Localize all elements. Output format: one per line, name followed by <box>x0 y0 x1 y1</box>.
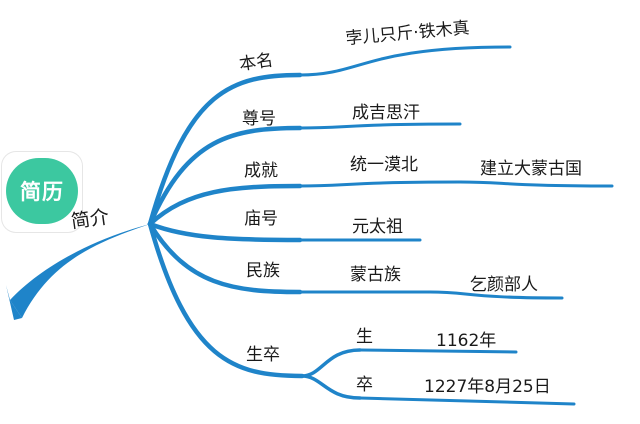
leaf-label-5-1: 蒙古族 <box>350 265 401 285</box>
root-trunk-tip <box>6 285 22 320</box>
leaf-label-5-2: 乞颜部人 <box>470 275 538 295</box>
branch-line-1 <box>147 72 303 227</box>
branch-label-2: 尊号 <box>242 109 276 129</box>
leaf-label-4-1: 元太祖 <box>352 217 403 237</box>
leaf-label-1-1: 孛儿只斤·铁木真 <box>345 18 471 49</box>
leaf-line-1-1 <box>298 45 512 77</box>
badge-text: 简历 <box>20 180 64 204</box>
leaf-line-3-2 <box>458 180 614 188</box>
branch-label-4: 庙号 <box>244 209 278 229</box>
branch-line-4 <box>147 221 303 243</box>
root-trunk <box>10 224 150 318</box>
branch-line-3 <box>147 183 303 227</box>
sub-branch-line-2 <box>300 374 362 400</box>
branch-line-5 <box>147 221 303 295</box>
sub-leaf-label-2: 1227年8月25日 <box>424 377 551 397</box>
branch-label-1: 本名 <box>238 50 274 75</box>
branch-label-5: 民族 <box>246 261 280 281</box>
sub-branch-label-2: 卒 <box>356 375 373 395</box>
leaf-label-3-2: 建立大蒙古国 <box>480 159 582 179</box>
leaf-line-5-2 <box>428 290 564 300</box>
leaf-line-2-1 <box>298 122 462 130</box>
branch-line-2 <box>147 125 303 227</box>
badge-circle: 简历 <box>6 158 78 224</box>
root-label: 简介 <box>70 206 111 233</box>
sub-leaf-line-2 <box>358 396 576 406</box>
connector-lines <box>6 45 614 406</box>
sub-leaf-label-1: 1162年 <box>436 331 496 351</box>
sub-branch-line-1 <box>300 348 362 378</box>
branch-label-3: 成就 <box>244 161 278 181</box>
leaf-label-3-1: 统一漠北 <box>350 155 418 175</box>
branch-label-6: 生卒 <box>246 345 280 365</box>
branch-line-6 <box>147 221 305 379</box>
app-badge: 简历 <box>2 152 82 232</box>
node-labels: 本名 孛儿只斤·铁木真尊号 成吉思汗成就 统一漠北 建立大蒙古国庙号 元太祖民族 蒙古族乞颜… <box>70 18 582 397</box>
leaf-label-2-1: 成吉思汗 <box>352 103 420 123</box>
sub-branch-label-1: 生 <box>356 327 373 347</box>
sub-leaf-line-1 <box>358 348 518 354</box>
leaf-line-3-1 <box>298 180 462 188</box>
